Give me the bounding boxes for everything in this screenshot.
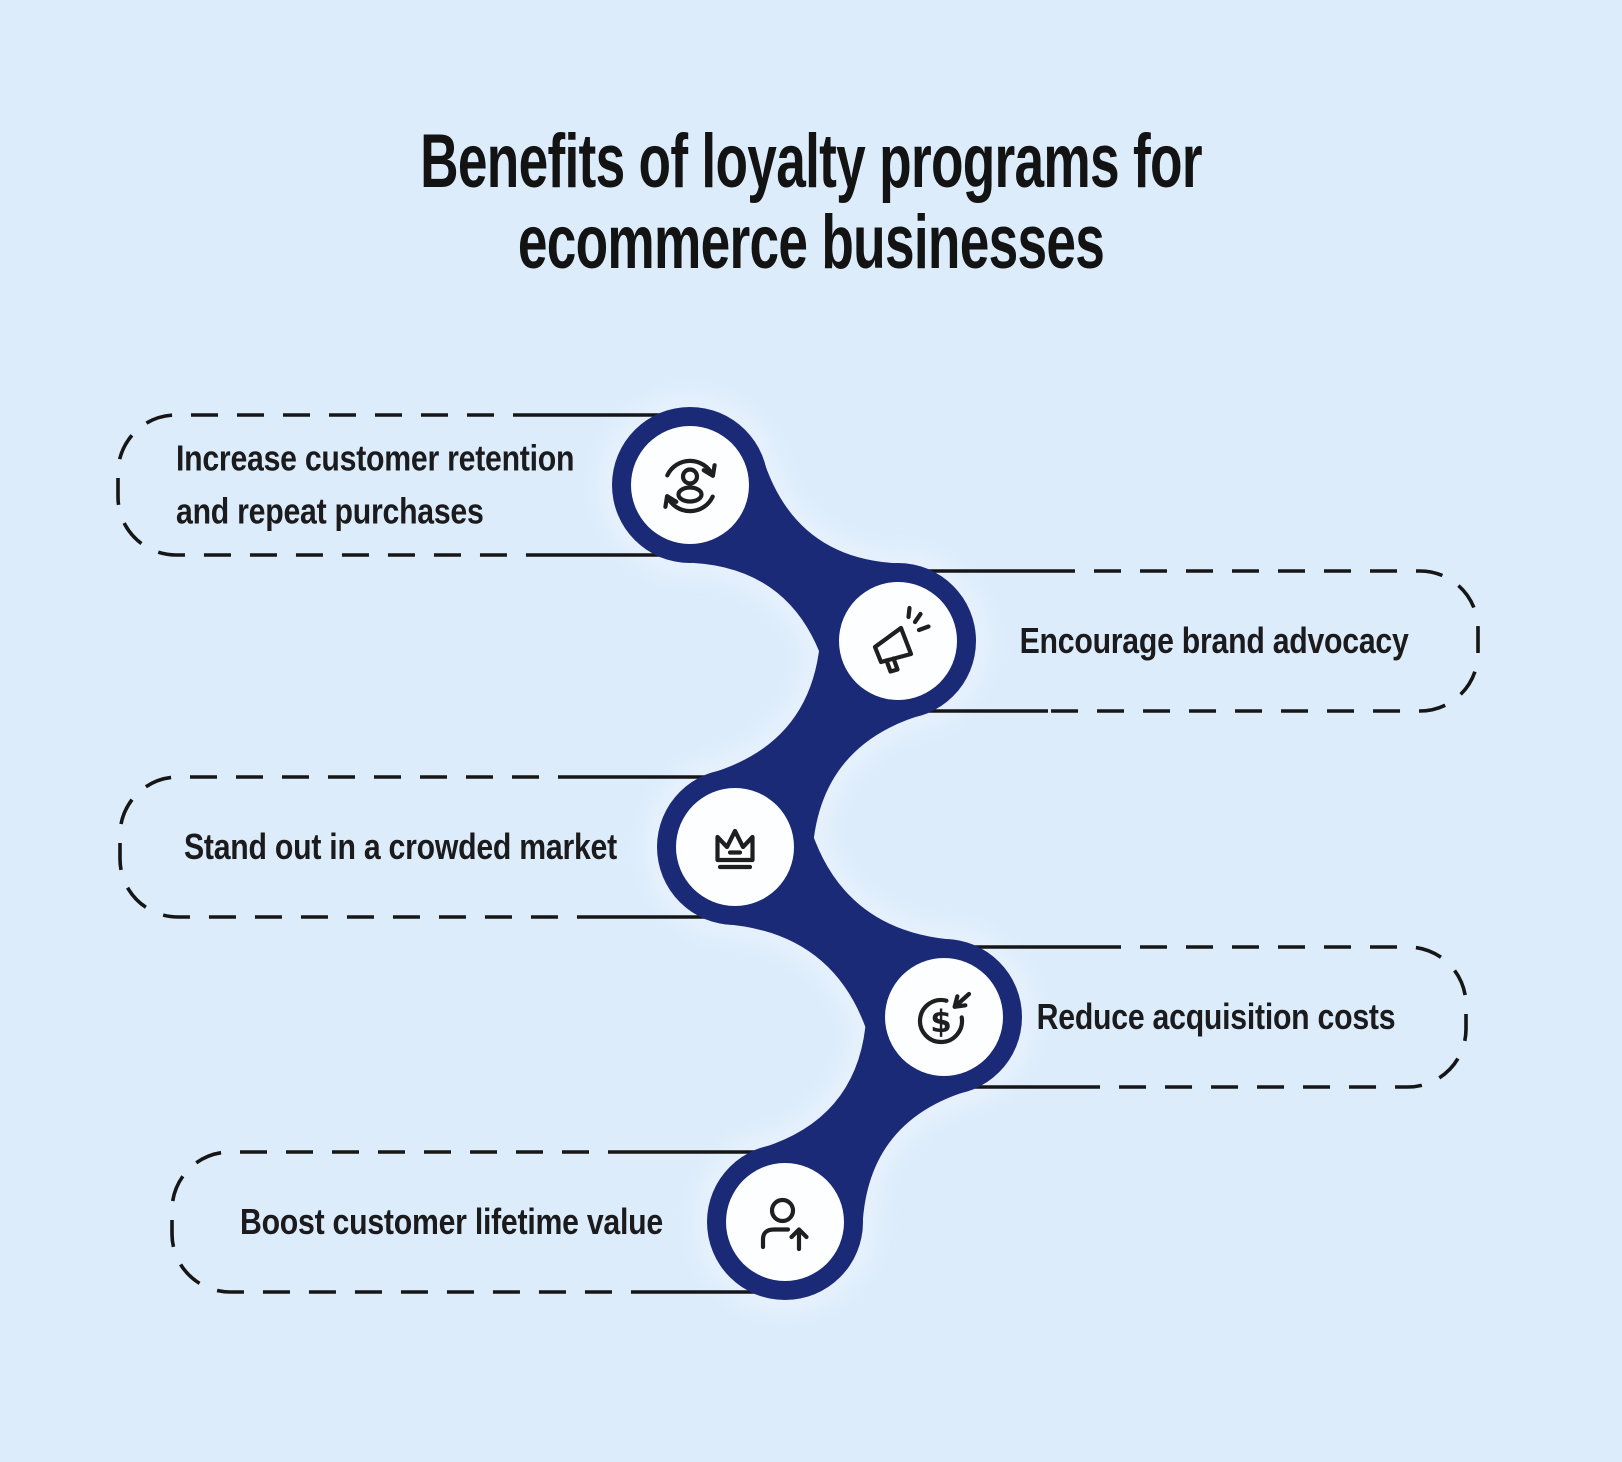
benefit-node-circle (676, 788, 794, 906)
benefit-card-outline-5 (170, 1150, 635, 1294)
dollar-circular-arrow-icon: $ (917, 991, 972, 1045)
benefit-card-outline-4 (1094, 945, 1468, 1089)
benefit-label-retention: Increase customer retention and repeat p… (176, 432, 574, 539)
megaphone-icon (872, 605, 931, 674)
benefit-node-circle (885, 958, 1003, 1076)
benefit-label-line: and repeat purchases (176, 491, 484, 532)
benefit-node-circle (839, 582, 957, 700)
crown-icon (715, 828, 755, 870)
benefit-label-acquisition: Reduce acquisition costs (1026, 997, 1406, 1037)
benefit-card-outline-1 (116, 413, 540, 557)
benefit-label-line: Increase customer retention (176, 437, 575, 479)
benefit-label-line: Boost customer lifetime value (240, 1201, 663, 1243)
benefit-label-line: Stand out in a crowded market (184, 826, 617, 868)
dollar-glyph: $ (930, 1004, 952, 1040)
benefit-card-outline-2 (1048, 569, 1480, 713)
benefit-label-stand-out: Stand out in a crowded market (184, 827, 617, 867)
benefit-label-line: Reduce acquisition costs (1036, 996, 1396, 1038)
page-title-line-2: ecommerce businesses (517, 199, 1105, 285)
person-up-arrow-icon (760, 1197, 809, 1252)
page-title-line-1: Benefits of loyalty programs for (420, 119, 1202, 204)
connector-chain (612, 407, 1022, 1300)
benefit-label-line: Encourage brand advocacy (1019, 620, 1409, 662)
benefit-card-outline-3 (118, 775, 585, 919)
page-title: Benefits of loyalty programs for ecommer… (243, 119, 1378, 285)
customer-retention-sync-icon (663, 458, 717, 514)
benefit-label-advocacy: Encourage brand advocacy (1019, 620, 1409, 662)
benefit-label-lifetime-value: Boost customer lifetime value (240, 1202, 663, 1242)
